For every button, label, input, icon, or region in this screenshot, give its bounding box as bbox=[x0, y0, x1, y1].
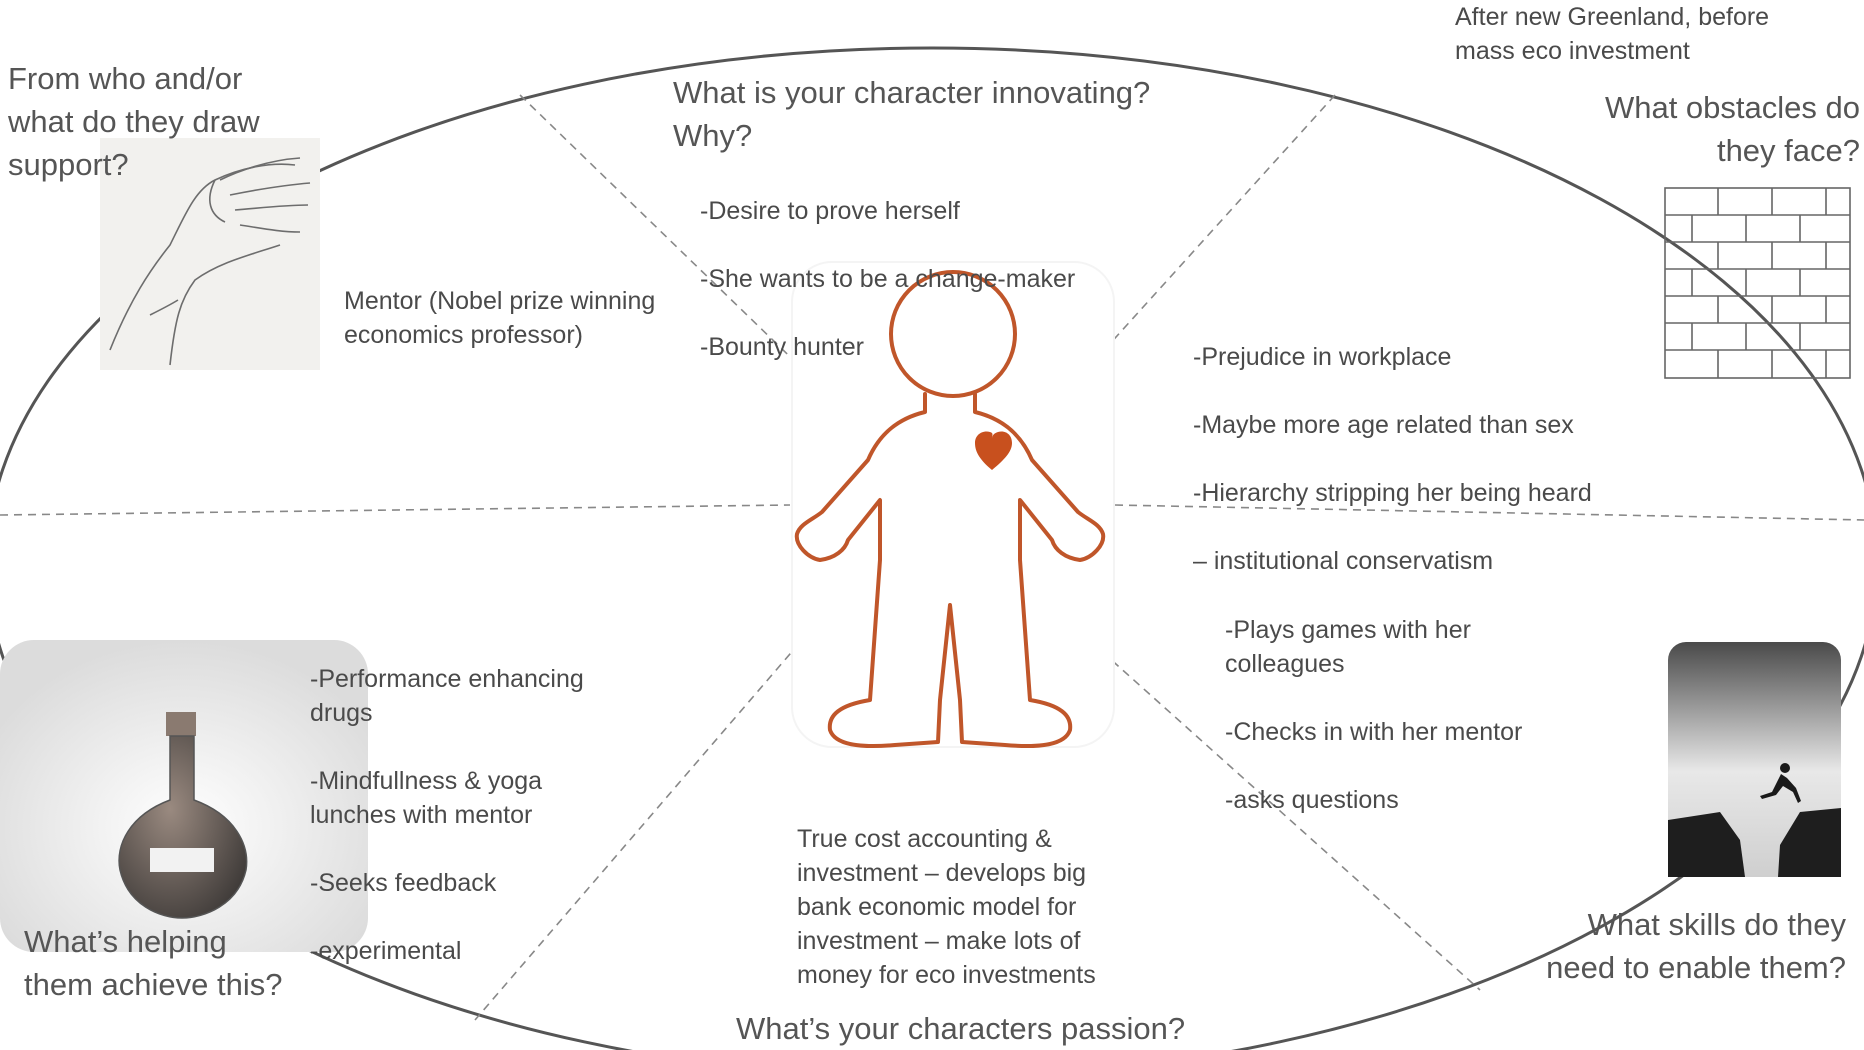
question-innovating: What is your character innovating? Why? bbox=[673, 75, 1151, 153]
answers-skills: -Plays games with her colleagues -Checks… bbox=[1225, 579, 1625, 851]
answer-innovating-item: -Desire to prove herself bbox=[700, 197, 960, 225]
question-obstacles: What obstacles do they face? bbox=[1604, 90, 1860, 168]
answers-helping: -Performance enhancing drugs -Mindfullne… bbox=[310, 628, 670, 1002]
character-card bbox=[791, 261, 1115, 748]
answer-obstacles-item: -Hierarchy stripping her being heard bbox=[1193, 479, 1592, 507]
divider-diagonal-bottom-left bbox=[474, 589, 846, 1021]
cliff-leap-icon bbox=[1668, 642, 1841, 877]
answer-obstacles-item: – institutional conservatism bbox=[1193, 547, 1494, 575]
answers-obstacles: -Prejudice in workplace -Maybe more age … bbox=[1193, 306, 1663, 612]
answer-passion: True cost accounting & investment – deve… bbox=[797, 825, 1096, 989]
answer-innovating-item: -Bounty hunter bbox=[700, 333, 864, 361]
quadrant-dividers bbox=[0, 94, 1864, 1021]
answer-skills-item: -Plays games with her colleagues bbox=[1225, 616, 1471, 678]
question-skills: What skills do they need to enable them? bbox=[1546, 907, 1846, 985]
answer-support: Mentor (Nobel prize winning economics pr… bbox=[344, 287, 656, 349]
map-ellipse bbox=[0, 46, 1864, 1050]
hand-sketch-icon bbox=[100, 138, 320, 370]
answer-helping-item: -Seeks feedback bbox=[310, 869, 497, 897]
heart-icon bbox=[975, 431, 1012, 470]
answers-innovating: -Desire to prove herself -She wants to b… bbox=[700, 160, 1160, 398]
answer-skills-item: -Checks in with her mentor bbox=[1225, 718, 1523, 746]
answer-helping-item: -Performance enhancing drugs bbox=[310, 665, 584, 727]
setting-note: After new Greenland, before mass eco inv… bbox=[1455, 3, 1770, 65]
brick-wall-icon bbox=[1664, 187, 1851, 379]
question-helping: What’s helping them achieve this? bbox=[24, 924, 283, 1002]
divider-diagonal-bottom-right bbox=[1049, 604, 1481, 991]
question-passion: What’s your characters passion? bbox=[736, 1011, 1186, 1046]
divider-horizontal-left bbox=[0, 504, 791, 516]
answer-innovating-item: -She wants to be a change-maker bbox=[700, 265, 1076, 293]
divider-diagonal-top-left bbox=[519, 94, 846, 411]
answer-helping-item: -Mindfullness & yoga lunches with mentor bbox=[310, 767, 543, 829]
potion-bottle-icon bbox=[0, 640, 368, 952]
answer-helping-item: -experimental bbox=[310, 937, 462, 965]
answer-skills-item: -asks questions bbox=[1225, 786, 1399, 814]
answer-obstacles-item: -Prejudice in workplace bbox=[1193, 343, 1452, 371]
question-support: From who and/or what do they draw suppor… bbox=[8, 61, 260, 182]
answer-obstacles-item: -Maybe more age related than sex bbox=[1193, 411, 1574, 439]
person-outline-icon bbox=[794, 270, 1106, 749]
